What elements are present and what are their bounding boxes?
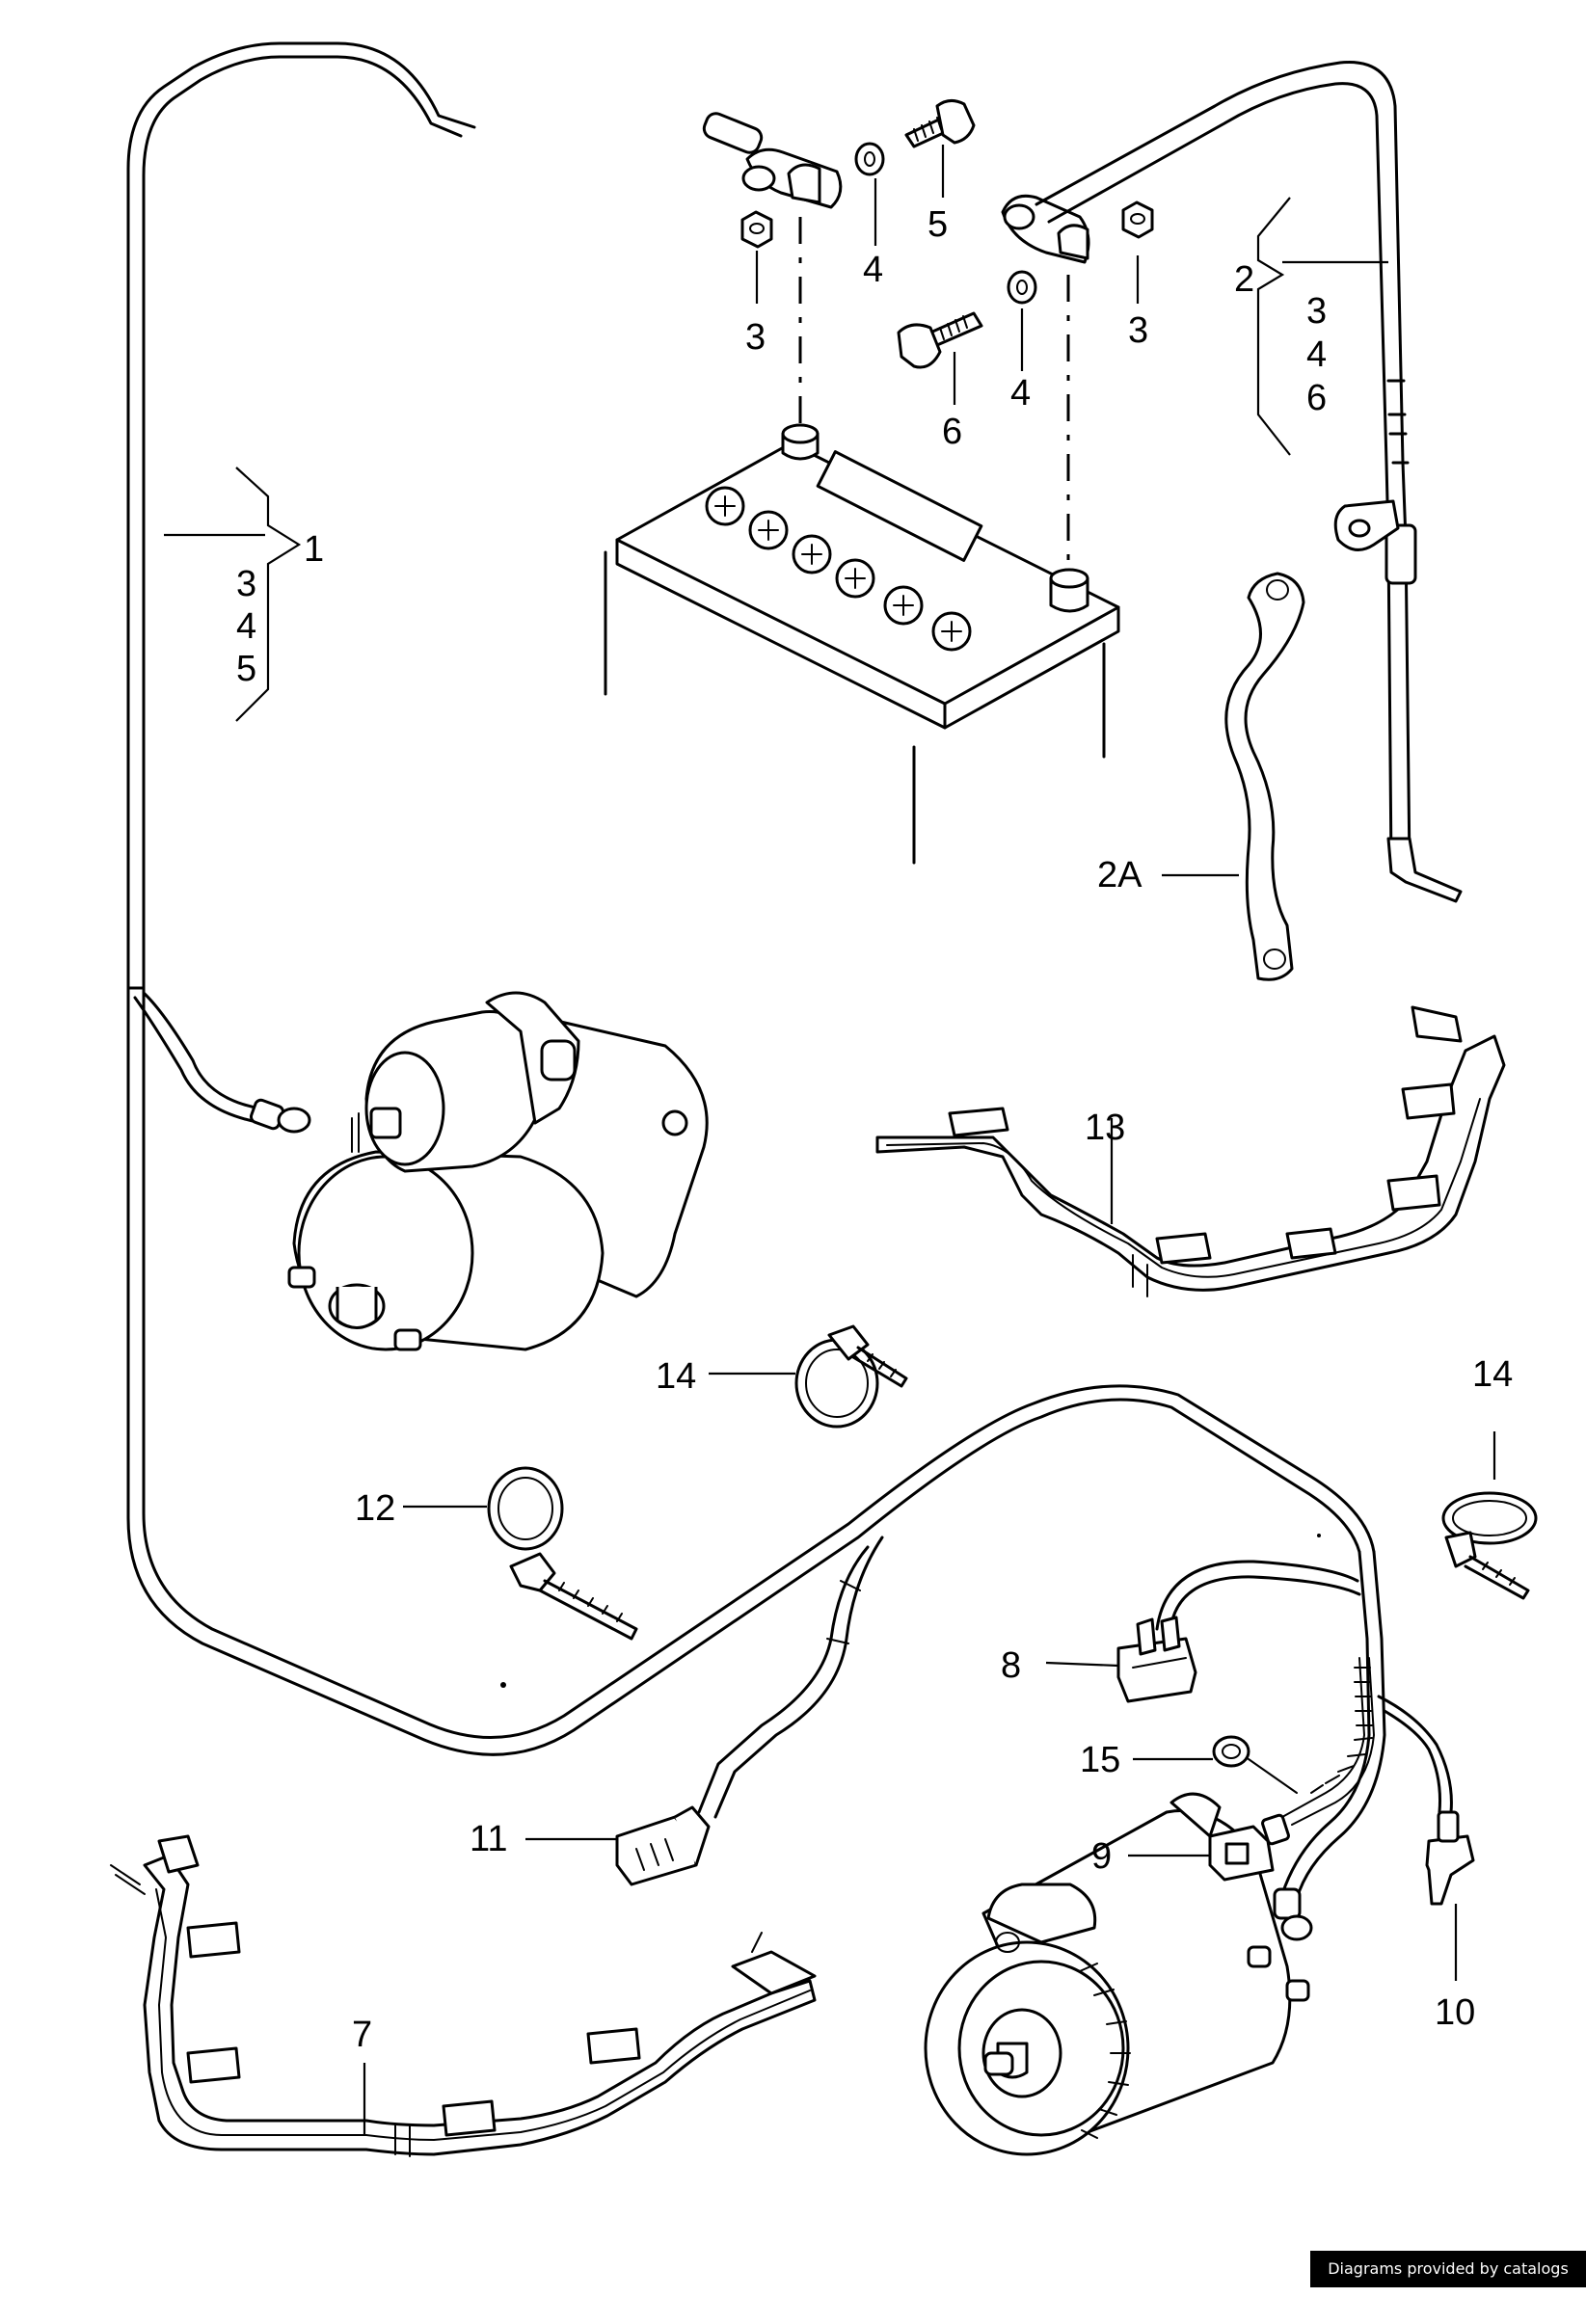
callout-10: 10 [1435, 1992, 1475, 2033]
callout-3-right: 3 [1128, 310, 1148, 351]
cable-2 [1035, 61, 1411, 869]
callout-2-sub-6: 6 [1306, 378, 1327, 418]
callout-1-sub-5: 5 [236, 649, 256, 689]
battery-terminal-positive [1049, 568, 1089, 613]
main-harness-loop [126, 41, 1376, 1756]
bolt-6 [897, 311, 983, 369]
washer-4-lower [1007, 270, 1037, 305]
callout-1-sub-4: 4 [236, 606, 256, 647]
callout-8: 8 [1001, 1645, 1021, 1686]
alternator-cable [1280, 1550, 1371, 1896]
branch-to-connector-11 [697, 1545, 870, 1814]
callout-5: 5 [927, 204, 948, 245]
callout-1-sub-3: 3 [236, 564, 256, 604]
cable-2-sleeve [1384, 523, 1417, 585]
callout-4-lower: 4 [1010, 373, 1031, 414]
callout-labels: 1 3 4 5 2 3 4 6 2A 3 3 4 4 5 6 7 8 9 10 … [236, 204, 1513, 2055]
alternator-ring-terminal [1273, 1887, 1313, 1941]
connector-8 [1116, 1616, 1197, 1703]
bolt-5 [904, 99, 976, 148]
negative-cable-clamp [702, 112, 843, 209]
battery [604, 423, 1120, 865]
callout-7: 7 [352, 2015, 372, 2055]
callout-2: 2 [1234, 259, 1254, 300]
credit-banner: Diagrams provided by catalogs parts [1310, 2251, 1586, 2314]
branch-to-connector-10 [1377, 1695, 1453, 1814]
starter-ring-terminal [249, 1098, 311, 1134]
callout-14-center: 14 [656, 1356, 696, 1397]
nut-3-right [1121, 200, 1154, 239]
callout-2-sub-4: 4 [1306, 334, 1327, 375]
callout-12: 12 [355, 1488, 395, 1529]
branch-to-connector-8 [1155, 1560, 1359, 1631]
callout-4-top: 4 [863, 250, 883, 290]
corrugated-branch [1281, 1657, 1375, 1826]
grommet-15 [1212, 1735, 1298, 1794]
connector-11 [615, 1805, 711, 1886]
callout-6: 6 [942, 412, 962, 452]
battery-cell-caps [705, 486, 972, 652]
callout-2a: 2A [1097, 855, 1142, 895]
callout-1: 1 [304, 529, 324, 570]
harness-7 [110, 1834, 817, 2157]
leader-lines [164, 145, 1496, 2135]
battery-terminal-negative [781, 423, 820, 461]
cable-tie-14-right [1441, 1491, 1538, 1600]
alternator [924, 1792, 1310, 2156]
cable-1-tail [142, 991, 262, 1110]
cable-2-ground-tab [1386, 837, 1463, 903]
callout-14-right: 14 [1472, 1354, 1513, 1395]
connector-9 [1208, 1813, 1290, 1882]
nut-3-left [740, 210, 773, 249]
ground-strap [1224, 572, 1305, 981]
cable-tie-14-center [794, 1324, 908, 1429]
callout-2-sub-3: 3 [1306, 291, 1327, 332]
callout-11: 11 [470, 1819, 507, 1859]
washer-4-top [854, 142, 885, 176]
connector-10 [1425, 1810, 1475, 1906]
callout-9: 9 [1091, 1836, 1112, 1877]
cable-2-eyelet [1333, 499, 1400, 551]
callout-13: 13 [1085, 1108, 1125, 1148]
callout-3-left: 3 [745, 317, 766, 358]
print-dot [1317, 1534, 1321, 1537]
cable-tie-12 [487, 1466, 638, 1641]
print-dot [500, 1682, 506, 1688]
harness-13 [875, 1005, 1506, 1297]
starter-motor [287, 991, 709, 1351]
battery-label-plate [816, 450, 983, 562]
callout-15: 15 [1080, 1740, 1120, 1780]
